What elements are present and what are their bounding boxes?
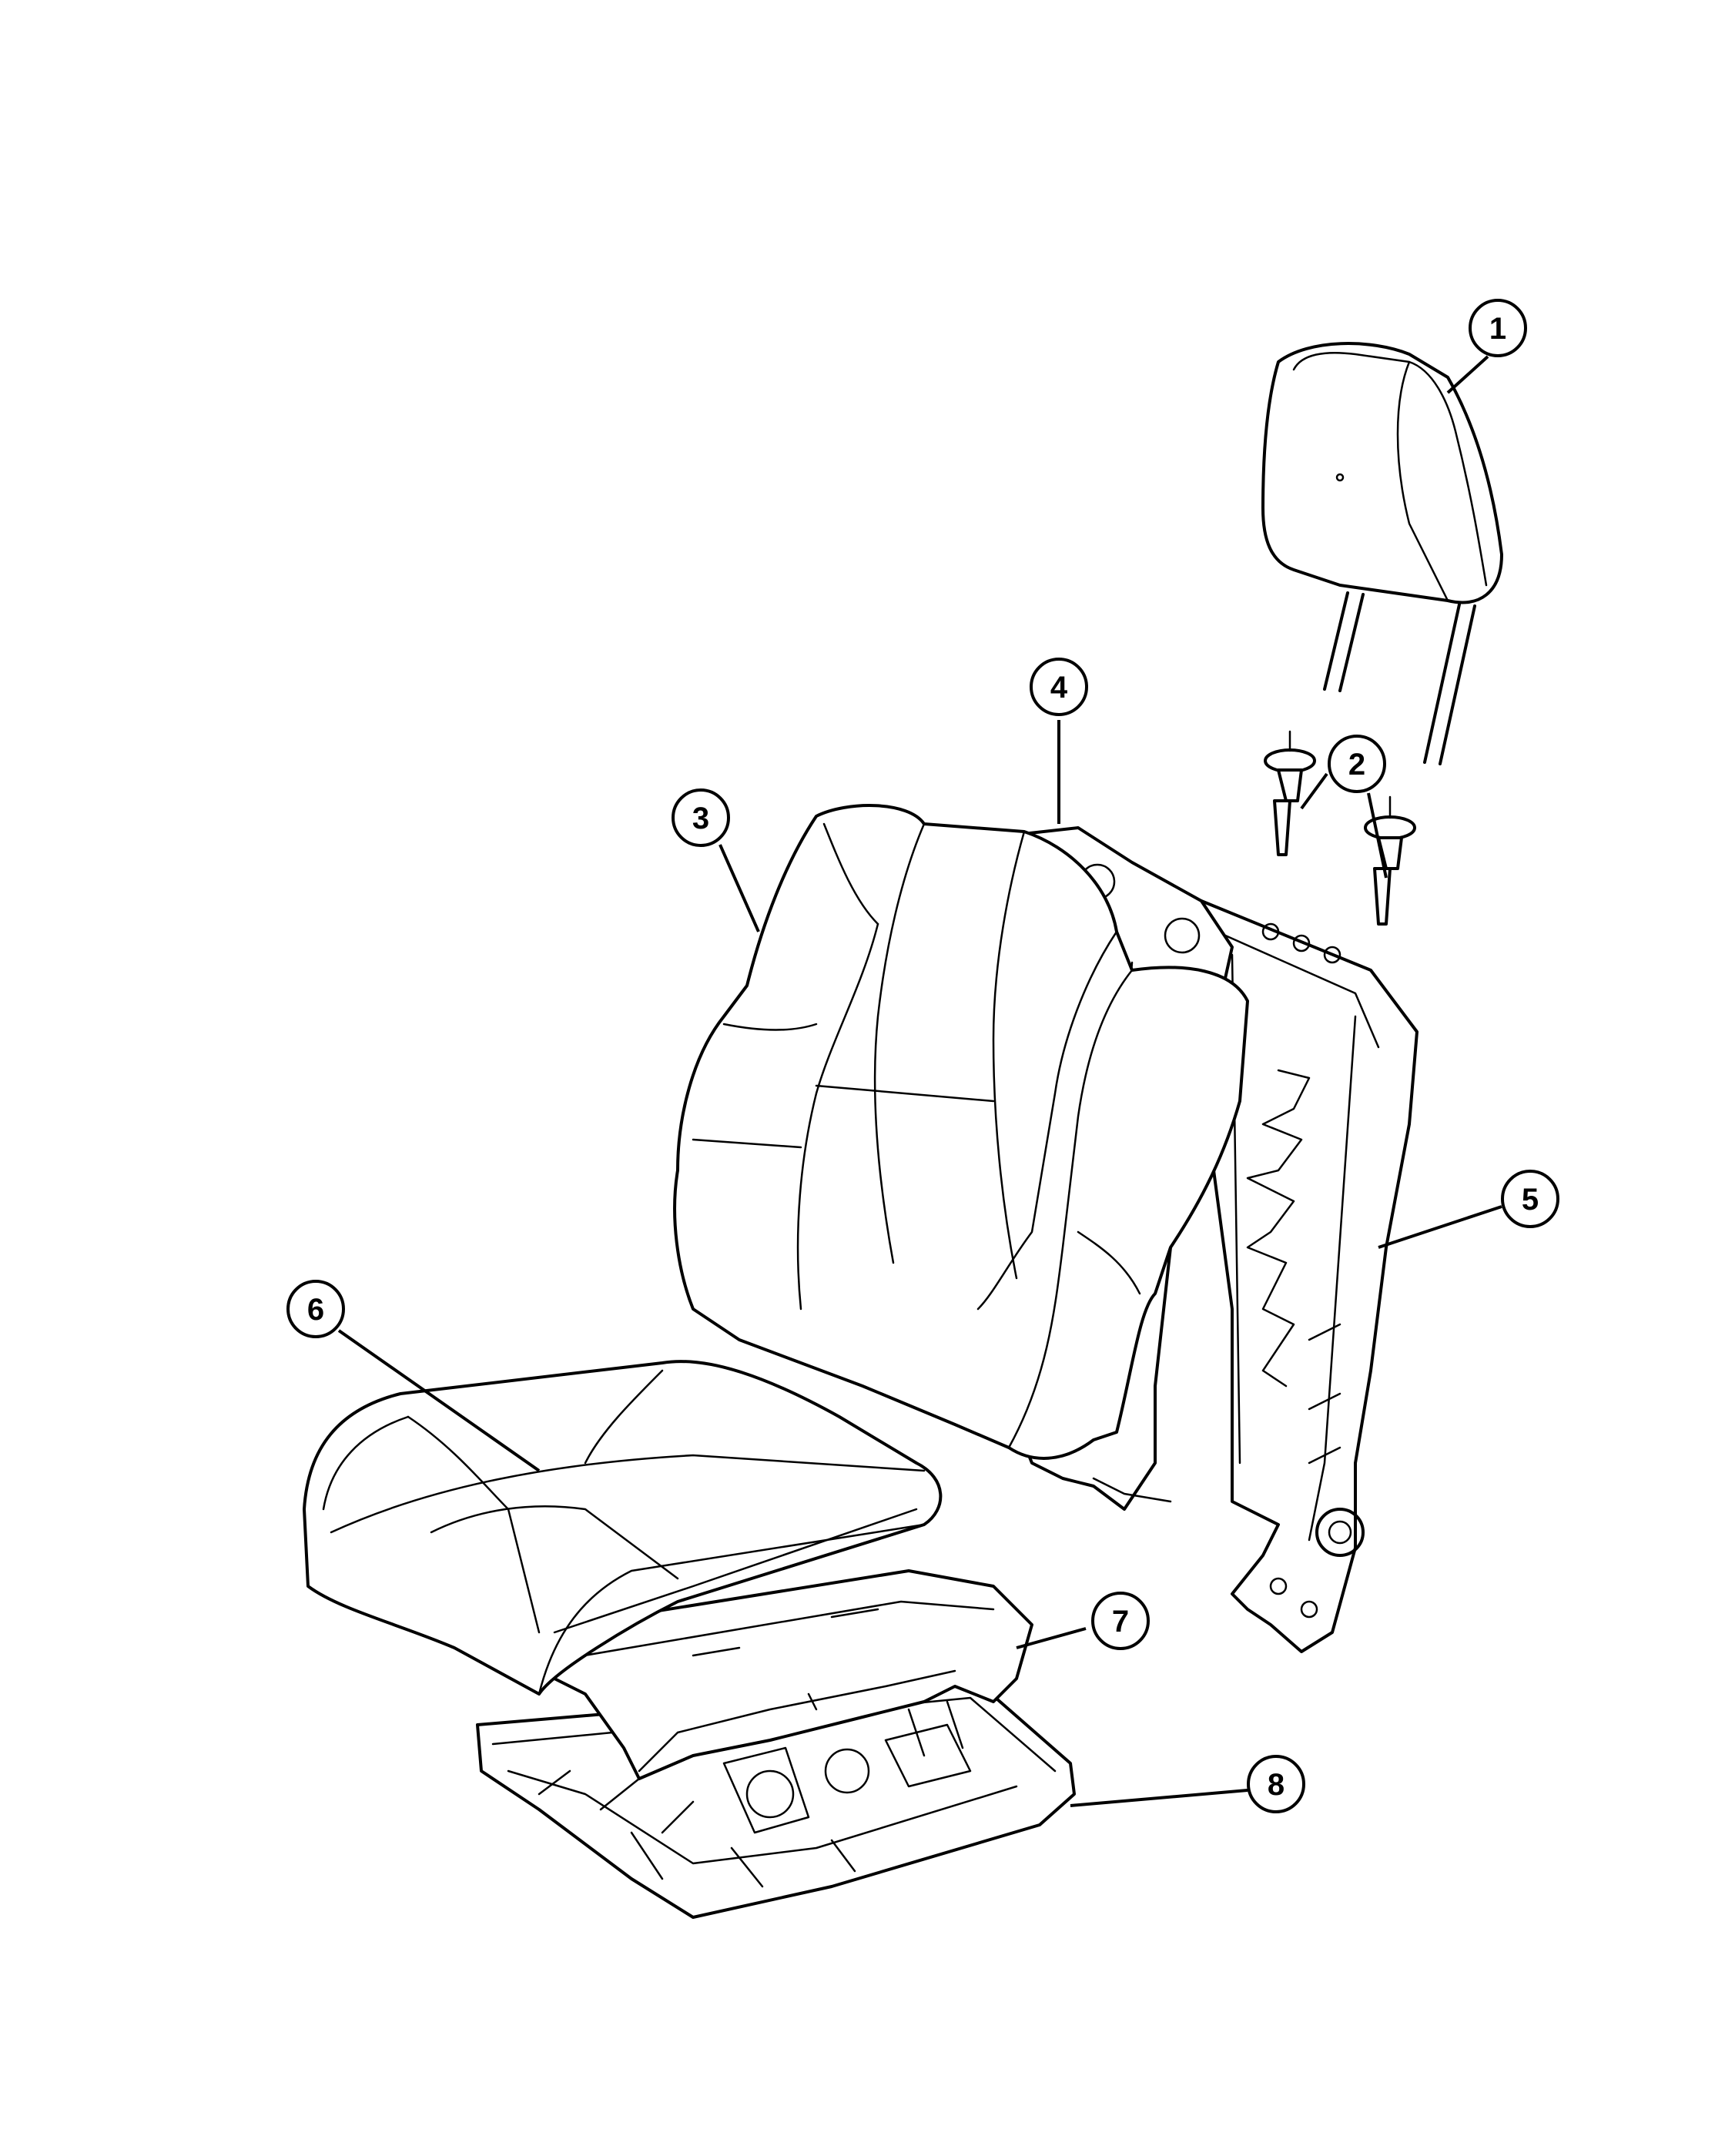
headrest bbox=[1261, 342, 1503, 765]
callout-label-7: 7 bbox=[1112, 1605, 1129, 1639]
seatback-cover bbox=[673, 804, 1249, 1460]
callout-6: 6 bbox=[286, 1280, 345, 1338]
callout-5: 5 bbox=[1501, 1170, 1559, 1228]
callout-label-6: 6 bbox=[307, 1293, 324, 1327]
callout-label-4: 4 bbox=[1050, 671, 1068, 705]
callout-label-3: 3 bbox=[692, 802, 709, 835]
seat-cushion-cover bbox=[303, 1360, 943, 1696]
seat-cushion-foam bbox=[522, 1569, 1033, 1780]
callout-3: 3 bbox=[672, 788, 730, 847]
callout-2: 2 bbox=[1328, 735, 1386, 793]
leader-lines bbox=[337, 355, 1502, 1807]
seatback-frame bbox=[1200, 899, 1419, 1653]
callout-1: 1 bbox=[1469, 299, 1527, 357]
callout-label-5: 5 bbox=[1522, 1183, 1539, 1217]
callout-7: 7 bbox=[1091, 1592, 1150, 1650]
callout-label-8: 8 bbox=[1268, 1768, 1285, 1802]
callout-label-2: 2 bbox=[1348, 748, 1365, 782]
callout-label-1: 1 bbox=[1489, 312, 1506, 346]
callout-8: 8 bbox=[1247, 1755, 1305, 1813]
callout-4: 4 bbox=[1030, 658, 1088, 716]
